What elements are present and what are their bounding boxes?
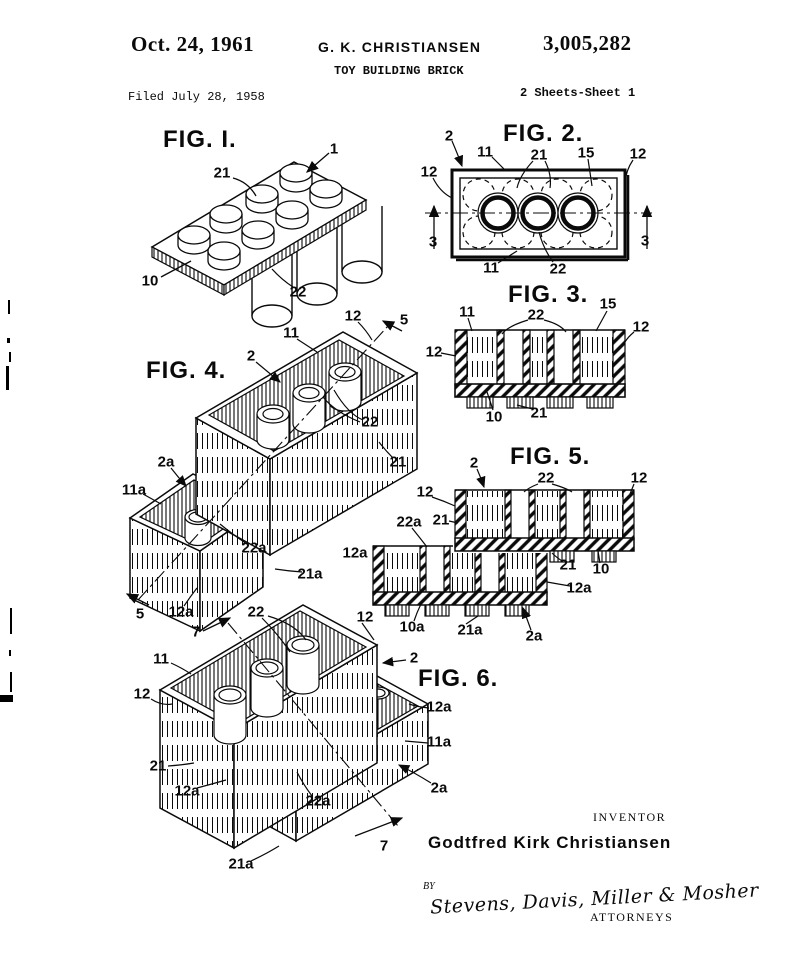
ref-label-fig5-21a: 21a: [457, 621, 483, 639]
scan-artifact: [8, 300, 10, 314]
inventor-caption: INVENTOR: [593, 810, 667, 824]
ref-label-fig5-22a: 22a: [396, 513, 422, 531]
ref-label-fig1-1: 1: [329, 140, 339, 158]
ref-label-fig6-7: 7: [191, 623, 201, 641]
ref-label-fig4-12a: 12a: [168, 603, 194, 621]
ref-label-fig5-10: 10: [592, 560, 610, 578]
ref-label-fig6-22: 22: [247, 603, 265, 621]
ref-label-fig6-11: 11: [153, 650, 169, 668]
ref-label-fig2-15: 15: [577, 144, 595, 162]
figure-label-3: FIG. 3.: [508, 281, 589, 308]
ref-label-fig3-22: 22: [527, 306, 545, 324]
ref-label-fig2-12: 12: [629, 145, 647, 163]
scan-artifact: [10, 608, 12, 634]
patent-title: TOY BUILDING BRICK: [334, 64, 464, 78]
by-label: BY: [423, 881, 435, 892]
ref-label-fig5-22: 22: [537, 469, 555, 487]
ref-label-fig3-11: 11: [459, 303, 475, 321]
patent-date: Oct. 24, 1961: [131, 32, 255, 56]
ref-label-fig2-11: 11: [483, 259, 499, 277]
scan-artifact: [7, 338, 10, 343]
ref-label-fig6-12: 12: [356, 608, 374, 626]
ref-label-fig1-10: 10: [141, 272, 159, 290]
ref-label-fig4-21a: 21a: [297, 565, 323, 583]
ref-label-fig3-12: 12: [632, 318, 650, 336]
ref-label-fig4-11: 11: [283, 324, 299, 342]
ref-label-fig3-10: 10: [485, 408, 503, 426]
ref-label-fig4-2: 2: [246, 347, 256, 365]
ref-label-fig1-22: 22: [289, 283, 307, 301]
ref-label-fig4-12: 12: [344, 307, 362, 325]
ref-label-fig5-21: 21: [432, 511, 450, 529]
fig5-drawing: [372, 468, 636, 631]
ref-label-fig5-12a: 12a: [342, 544, 368, 562]
ref-label-fig5-21: 21: [559, 556, 577, 574]
ref-label-fig5-2: 2: [469, 454, 479, 472]
ref-label-fig5-12: 12: [416, 483, 434, 501]
patent-number: 3,005,282: [543, 31, 632, 55]
fig6-drawing: [150, 604, 432, 862]
attorneys-caption: ATTORNEYS: [590, 910, 674, 924]
sheet-info: 2 Sheets-Sheet 1: [520, 86, 636, 100]
inventor-name: Godtfred Kirk Christiansen: [428, 833, 672, 852]
fig3-drawing: [440, 310, 635, 411]
ref-label-fig4-2a: 2a: [157, 453, 175, 471]
scan-artifact: [10, 672, 12, 692]
ref-label-fig6-12a: 12a: [426, 698, 452, 716]
ref-label-fig3-15: 15: [599, 295, 617, 313]
fig2-drawing: [425, 140, 653, 264]
figure-label-4: FIG. 4.: [146, 357, 227, 384]
ref-label-fig4-21: 21: [389, 453, 407, 471]
fig4-drawing: [125, 320, 419, 633]
ref-label-fig6-12: 12: [133, 685, 151, 703]
ref-label-fig6-22a: 22a: [305, 792, 331, 810]
ref-label-fig5-2a: 2a: [525, 627, 543, 645]
scan-artifact: [6, 366, 9, 390]
ref-label-fig6-21: 21: [149, 757, 167, 775]
ref-label-fig5-10a: 10a: [399, 618, 425, 636]
inventor-short-name: G. K. CHRISTIANSEN: [318, 39, 482, 55]
scan-artifact: [0, 695, 13, 702]
ref-label-fig6-21a: 21a: [228, 855, 254, 873]
figure-label-1: FIG. I.: [163, 126, 237, 153]
ref-label-fig4-5: 5: [399, 311, 409, 329]
filed-date: Filed July 28, 1958: [128, 90, 265, 104]
ref-label-fig4-11a: 11a: [121, 481, 147, 499]
ref-label-fig4-22a: 22a: [241, 539, 267, 557]
figure-label-6: FIG. 6.: [418, 665, 499, 692]
ref-label-fig4-5: 5: [135, 605, 145, 623]
ref-label-fig6-12a: 12a: [174, 782, 200, 800]
scan-artifact: [9, 650, 11, 656]
ref-label-fig2-2: 2: [444, 127, 454, 145]
ref-label-fig2-21: 21: [530, 146, 548, 164]
ref-label-fig2-3: 3: [428, 233, 438, 251]
ref-label-fig1-21: 21: [213, 164, 231, 182]
ref-label-fig6-11a: 11a: [426, 733, 452, 751]
ref-label-fig4-22: 22: [361, 413, 379, 431]
ref-label-fig5-12: 12: [630, 469, 648, 487]
ref-label-fig2-22: 22: [549, 260, 567, 278]
ref-label-fig2-3: 3: [640, 232, 650, 250]
ref-label-fig3-21: 21: [530, 404, 548, 422]
ref-label-fig6-7: 7: [379, 837, 389, 855]
ref-label-fig2-12: 12: [420, 163, 438, 181]
figure-label-5: FIG. 5.: [510, 443, 591, 470]
ref-label-fig6-2a: 2a: [430, 779, 448, 797]
fig1-drawing: [150, 152, 383, 328]
ref-label-fig6-2: 2: [409, 649, 419, 667]
scan-artifact: [9, 352, 11, 362]
figure-label-2: FIG. 2.: [503, 120, 584, 147]
ref-label-fig5-12a: 12a: [566, 579, 592, 597]
ref-label-fig3-12: 12: [425, 343, 443, 361]
ref-label-fig2-11: 11: [477, 143, 493, 161]
